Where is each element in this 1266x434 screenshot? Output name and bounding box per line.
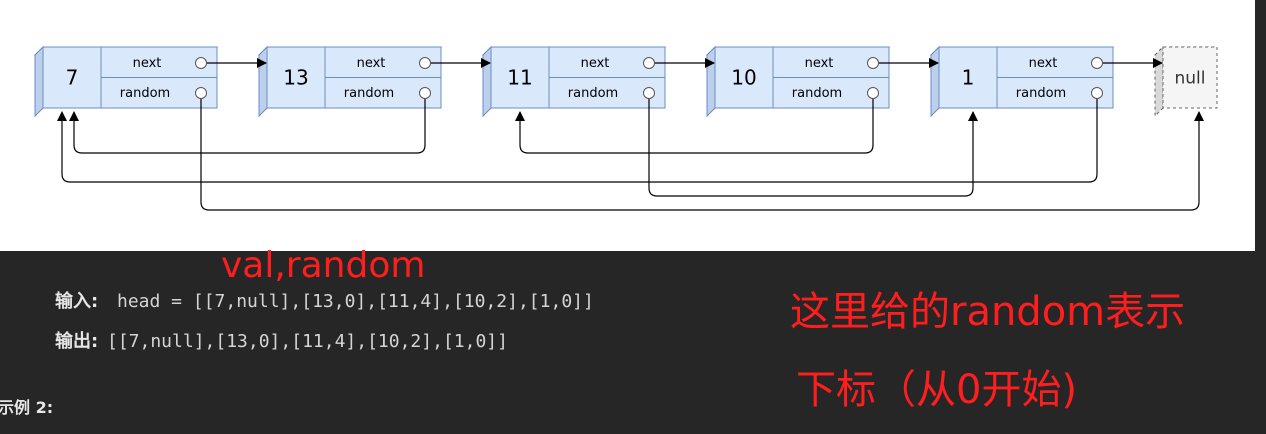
next-pointer-dot (419, 57, 431, 69)
list-node-4: 1 next random (929, 45, 1115, 118)
random-pointer-dot (419, 87, 431, 99)
null-side-face (1154, 45, 1164, 118)
node-value: 11 (507, 66, 532, 90)
next-pointer-dot (867, 57, 879, 69)
random-index-note-line1: 这里给的random表示 (790, 289, 1186, 335)
null-label: null (1175, 69, 1206, 89)
list-node-0: 7 next random (33, 45, 219, 118)
linked-list-diagram: 7 next random 13 next random 11 next random 10 nex… (0, 0, 1255, 251)
null-body (1162, 46, 1218, 109)
node-value: 10 (731, 66, 756, 90)
node-next-label: next (805, 56, 834, 71)
list-node-1: 13 next random (257, 45, 443, 118)
diagram-svg: 7 next random 13 next random 11 next random 10 nex… (33, 45, 1219, 211)
random-pointer-dot (867, 87, 879, 99)
next-pointer-dot (195, 57, 207, 69)
node-value: 1 (962, 66, 975, 90)
input-value: head = [[7,null],[13,0],[11,4],[10,2],[1… (117, 291, 594, 312)
node-next-label: next (357, 56, 386, 71)
node-value: 7 (66, 66, 79, 90)
next-pointer-dot (643, 57, 655, 69)
list-node-3: 10 next random (705, 45, 891, 118)
random-pointer-dot (195, 87, 207, 99)
input-label: 输入: (55, 291, 99, 312)
random-arrow (69, 99, 426, 154)
list-node-2: 11 next random (481, 45, 667, 118)
node-random-label: random (344, 86, 394, 101)
random-arrow (200, 99, 1204, 211)
val-random-annotation: val,random (221, 245, 426, 286)
random-pointer-dot (643, 87, 655, 99)
output-value: [[7,null],[13,0],[11,4],[10,2],[1,0]] (107, 331, 508, 352)
next-pointer-dot (1091, 57, 1103, 69)
node-random-label: random (120, 86, 170, 101)
node-side-face (930, 45, 940, 118)
node-random-label: random (568, 86, 618, 101)
node-next-label: next (581, 56, 610, 71)
node-side-face (34, 45, 44, 118)
null-node: null (1153, 45, 1219, 118)
node-side-face (258, 45, 268, 118)
node-next-label: next (133, 56, 162, 71)
random-arrow (57, 99, 1098, 183)
node-next-label: next (1029, 56, 1058, 71)
random-arrow (515, 99, 874, 154)
random-pointer-dot (1091, 87, 1103, 99)
node-side-face (482, 45, 492, 118)
random-index-note-line2: 下标（从0开始) (796, 367, 1078, 413)
node-random-label: random (792, 86, 842, 101)
example-2-heading: 示例 2: (0, 398, 54, 417)
node-side-face (706, 45, 716, 118)
node-random-label: random (1016, 86, 1066, 101)
random-arrow (648, 99, 978, 197)
output-label: 输出: (55, 331, 99, 352)
node-value: 13 (283, 66, 308, 90)
